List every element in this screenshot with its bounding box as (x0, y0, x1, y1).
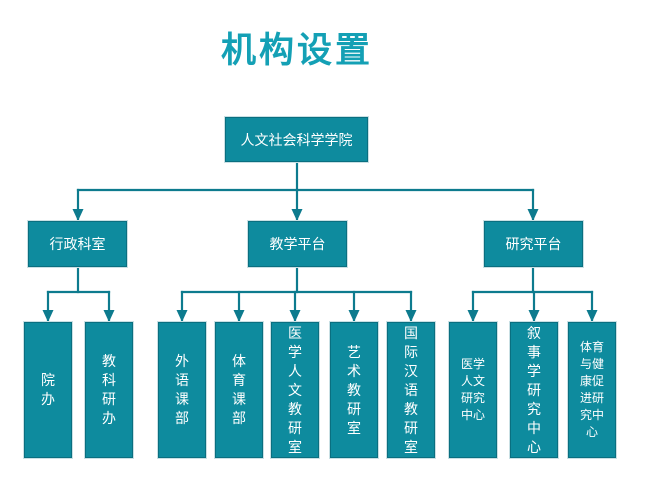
node-sports-health-promotion-research-center: 体育与健康促进研究中心 (567, 321, 617, 459)
connector-admin-to-children (42, 265, 115, 322)
node-foreign-languages-dept: 外语课部 (157, 321, 207, 459)
node-dean-office: 院办 (23, 321, 73, 459)
node-admin-offices: 行政科室 (27, 220, 128, 268)
node-teaching-platform: 教学平台 (247, 220, 348, 268)
node-narratology-research-center: 叙事学研究中心 (509, 321, 559, 459)
node-medical-humanities-research-center: 医学人文研究中心 (448, 321, 498, 459)
node-college-root: 人文社会科学学院 (224, 116, 369, 163)
connector-root-to-branches (72, 160, 539, 221)
connector-teaching-to-children (176, 265, 417, 322)
page-title: 机构设置 (220, 31, 373, 70)
node-medical-humanities-teaching-office: 医学人文教研室 (270, 321, 320, 459)
node-art-teaching-office: 艺术教研室 (329, 321, 379, 459)
node-physical-education-dept: 体育课部 (214, 321, 264, 459)
node-international-chinese-teaching-office: 国际汉语教研室 (386, 321, 436, 459)
connector-research-to-children (467, 265, 598, 322)
node-research-platform: 研究平台 (483, 220, 584, 268)
node-teaching-science-research-office: 教科研办 (84, 321, 134, 459)
